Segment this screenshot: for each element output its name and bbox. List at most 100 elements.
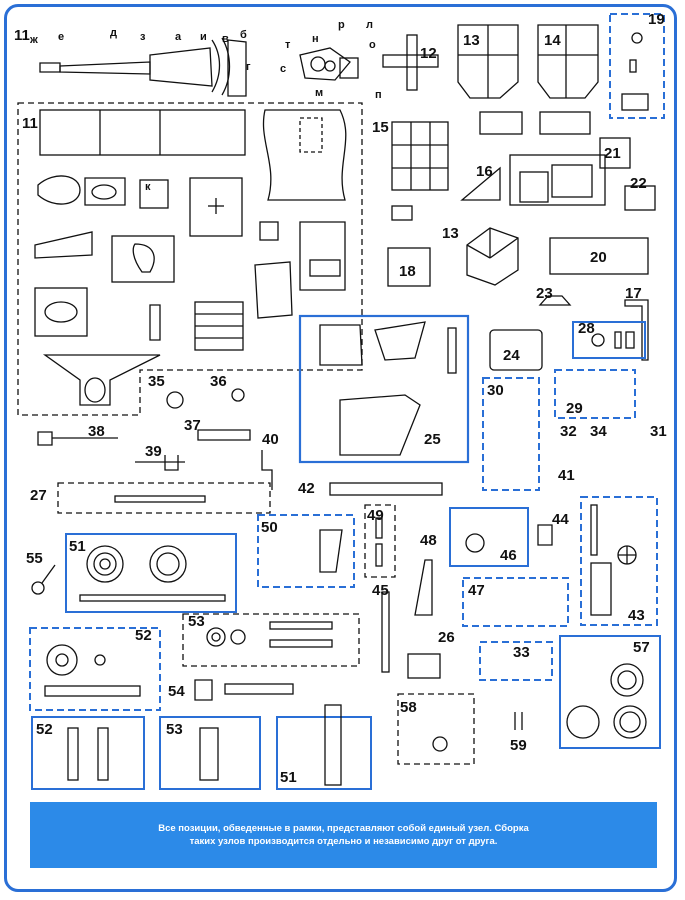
label-16: 16 bbox=[476, 163, 493, 180]
letter-i: и bbox=[200, 31, 207, 43]
part-39 bbox=[135, 455, 185, 471]
label-37: 37 bbox=[184, 417, 201, 434]
part-40 bbox=[261, 450, 273, 490]
label-13a: 13 bbox=[463, 32, 480, 49]
part-11-g bbox=[111, 235, 175, 283]
part-11-zh bbox=[39, 62, 61, 73]
frame-53-assembly bbox=[159, 716, 261, 790]
part-23 bbox=[538, 295, 572, 306]
part-15 bbox=[391, 121, 449, 191]
label-31: 31 bbox=[650, 423, 667, 440]
frame-30 bbox=[482, 377, 540, 491]
part-cluster-top bbox=[299, 47, 351, 81]
label-23: 23 bbox=[536, 285, 553, 302]
frame-51 bbox=[65, 533, 237, 613]
part-11-k bbox=[139, 179, 169, 209]
label-18: 18 bbox=[399, 263, 416, 280]
part-37 bbox=[197, 429, 251, 441]
letter-labels: ж е д з а и в б г т с н р л о м п к bbox=[29, 19, 382, 193]
part-54 bbox=[194, 679, 213, 701]
label-49: 49 bbox=[367, 507, 384, 524]
letter-g: г bbox=[246, 61, 251, 73]
frame-47 bbox=[462, 577, 569, 627]
part-14 bbox=[537, 24, 599, 99]
letter-z: з bbox=[140, 31, 146, 43]
letter-a: а bbox=[175, 31, 182, 43]
part-12-vertical bbox=[406, 34, 418, 91]
part-15-b bbox=[391, 205, 413, 221]
label-30: 30 bbox=[487, 382, 504, 399]
label-12: 12 bbox=[420, 45, 437, 62]
letter-l: л bbox=[366, 19, 373, 31]
part-11-rings bbox=[211, 37, 231, 96]
letter-o: о bbox=[369, 39, 376, 51]
label-48: 48 bbox=[420, 532, 437, 549]
part-11-a bbox=[262, 109, 347, 201]
assembly-note: Все позиции, обведенные в рамки, предста… bbox=[30, 802, 657, 868]
label-59: 59 bbox=[510, 737, 527, 754]
label-53b: 53 bbox=[166, 721, 183, 738]
label-34: 34 bbox=[590, 423, 607, 440]
letter-zh: ж bbox=[29, 34, 38, 46]
label-22: 22 bbox=[630, 175, 647, 192]
frame-53 bbox=[182, 613, 360, 667]
label-44: 44 bbox=[552, 511, 569, 528]
frame-50 bbox=[257, 514, 355, 588]
label-26: 26 bbox=[438, 629, 455, 646]
part-11-i bbox=[84, 177, 126, 206]
part-59 bbox=[514, 712, 523, 730]
frame-43 bbox=[580, 496, 658, 626]
label-35: 35 bbox=[148, 373, 165, 390]
label-39: 39 bbox=[145, 443, 162, 460]
label-51a: 51 bbox=[69, 538, 86, 555]
part-11-boom bbox=[59, 61, 151, 75]
part-55 bbox=[31, 581, 45, 595]
frame-58 bbox=[397, 693, 475, 765]
part-11-o bbox=[259, 221, 279, 241]
part-48 bbox=[414, 559, 433, 616]
frame-19 bbox=[609, 13, 665, 119]
letter-p: п bbox=[375, 89, 382, 101]
label-51b: 51 bbox=[280, 769, 297, 786]
part-38 bbox=[37, 431, 118, 446]
frame-33 bbox=[479, 641, 553, 681]
part-11-r bbox=[149, 304, 161, 341]
part-11-b-bottom bbox=[42, 354, 161, 406]
letter-b: б bbox=[240, 29, 247, 41]
part-17 bbox=[624, 299, 649, 361]
label-45: 45 bbox=[372, 582, 389, 599]
letter-d: д bbox=[110, 27, 117, 39]
label-57: 57 bbox=[633, 639, 650, 656]
label-42: 42 bbox=[298, 480, 315, 497]
part-11-z bbox=[37, 175, 81, 205]
part-16 bbox=[460, 166, 501, 201]
part-11-v bbox=[34, 287, 88, 337]
part-26 bbox=[407, 653, 441, 679]
part-14-b bbox=[539, 111, 591, 135]
part-21 bbox=[599, 137, 631, 169]
label-14: 14 bbox=[544, 32, 561, 49]
label-21: 21 bbox=[604, 145, 621, 162]
label-15: 15 bbox=[372, 119, 389, 136]
label-41: 41 bbox=[558, 467, 575, 484]
part-18 bbox=[387, 247, 431, 287]
part-numbers: 11 12 13 14 19 11 15 21 16 22 13 20 18 2… bbox=[14, 11, 667, 786]
label-52a: 52 bbox=[135, 627, 152, 644]
label-52b: 52 bbox=[36, 721, 53, 738]
label-50: 50 bbox=[261, 519, 278, 536]
letter-s: с bbox=[280, 63, 286, 75]
part-11-l bbox=[189, 177, 243, 237]
label-25: 25 bbox=[424, 431, 441, 448]
assembly-note-line1: Все позиции, обведенные в рамки, предста… bbox=[158, 823, 529, 834]
part-11-b bbox=[227, 39, 247, 97]
part-45 bbox=[381, 591, 390, 673]
label-38: 38 bbox=[88, 423, 105, 440]
part-instrument-panel bbox=[509, 154, 606, 206]
assembly-note-line2: таких узлов производится отдельно и неза… bbox=[189, 836, 498, 847]
frame-51-assembly bbox=[276, 716, 372, 790]
label-32: 32 bbox=[560, 423, 577, 440]
part-11-p bbox=[254, 261, 293, 319]
label-11a: 11 bbox=[14, 27, 30, 44]
frame-25 bbox=[298, 314, 470, 464]
part-11-d bbox=[39, 109, 246, 156]
